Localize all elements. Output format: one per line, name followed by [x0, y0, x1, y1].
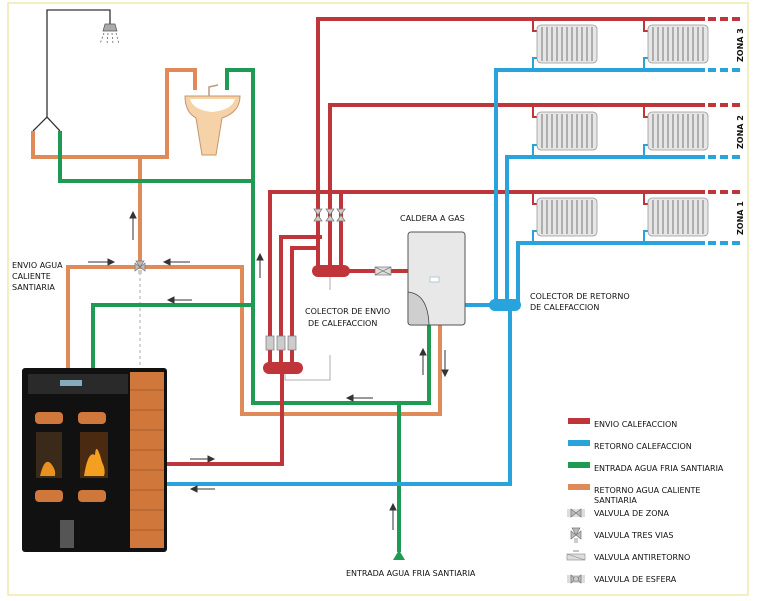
radiator [647, 197, 709, 237]
legend-label-supply: ENVIO CALEFACCION [594, 420, 677, 429]
arrow-icon [88, 258, 116, 266]
arrow-icon [129, 210, 137, 240]
return-collector-label-1: COLECTOR DE RETORNO [530, 292, 630, 301]
arrow-icon [190, 455, 216, 463]
return-collector-label-2: DE CALEFACCION [530, 303, 599, 312]
boiler-label: CALDERA A GAS [400, 214, 465, 223]
heating-return-pipes [167, 68, 740, 486]
return-collector [489, 299, 521, 311]
three-way-valve-icon [570, 527, 582, 543]
dhw-supply-label-2: CALIENTE [12, 272, 51, 281]
cold-inlet-marker [393, 550, 405, 560]
legend-swatch-cold [568, 462, 590, 468]
check-valve-icon [566, 550, 586, 561]
three-way-valve-icon [134, 260, 146, 274]
radiator [536, 111, 598, 151]
supply-collector-label-2: DE CALEFACCION [308, 319, 377, 328]
heating-supply-pipes [167, 17, 740, 466]
radiator [647, 111, 709, 151]
dhw-supply-label-1: ENVIO AGUA [12, 261, 63, 270]
zone-1-radiators [532, 192, 709, 243]
legend-label-zone-valve: VALVULA DE ZONA [594, 509, 670, 518]
radiator [536, 197, 598, 237]
supply-collector-label-1: COLECTOR DE ENVIO [305, 307, 390, 316]
cold-inlet-label: ENTRADA AGUA FRIA SANTIARIA [346, 569, 476, 578]
legend-label-three-way: VALVULA TRES VIAS [594, 531, 674, 540]
radiator [647, 24, 709, 64]
radiator [536, 24, 598, 64]
legend-swatch-supply [568, 418, 590, 424]
legend-swatch-hot [568, 484, 590, 490]
arrow-icon [166, 296, 192, 304]
supply-collector-upper [312, 265, 350, 277]
legend-swatch-return [568, 440, 590, 446]
gas-boiler [407, 231, 466, 326]
dhw-hot-pipes [31, 68, 442, 416]
legend-label-check-valve: VALVULA ANTIRETORNO [594, 553, 690, 562]
ball-valves-lower [265, 335, 297, 351]
frame-border [7, 2, 749, 596]
legend-label-hot-2: SANTIARIA [594, 496, 637, 505]
cold-water-pipes [58, 68, 431, 560]
legend-label-ball-valve: VALVULA DE ESFERA [594, 575, 677, 584]
radiators [532, 19, 709, 243]
zone-3-radiators [532, 19, 709, 70]
dhw-supply-label-3: SANTIARIA [12, 283, 55, 292]
zone-2-label: ZONA 2 [736, 115, 745, 149]
arrow-icon [419, 347, 427, 375]
arrow-icon [256, 252, 264, 278]
ball-valve-icon [567, 574, 585, 584]
pellet-stove [22, 368, 167, 552]
legend-label-hot: RETORNO AGUA CALIENTE [594, 486, 700, 495]
arrow-icon [189, 485, 215, 493]
zone-2-radiators [532, 105, 709, 157]
arrow-icon [162, 258, 190, 266]
flow-arrows [88, 210, 449, 530]
zone-3-label: ZONA 3 [736, 28, 745, 62]
sink-icon [184, 84, 241, 156]
zone-1-label: ZONA 1 [736, 201, 745, 235]
arrow-icon [345, 394, 373, 402]
arrow-icon [389, 502, 397, 530]
supply-collector-lower [263, 362, 303, 374]
legend-label-cold: ENTRADA AGUA FRIA SANTIARIA [594, 464, 724, 473]
zone-valve-icon [567, 508, 585, 518]
legend: ENVIO CALEFACCION RETORNO CALEFACCION EN… [566, 418, 724, 584]
shower-icon [32, 9, 120, 132]
legend-label-return: RETORNO CALEFACCION [594, 442, 692, 451]
boiler-display [429, 276, 440, 283]
check-valve-icon [374, 266, 392, 276]
arrow-icon [441, 350, 449, 378]
